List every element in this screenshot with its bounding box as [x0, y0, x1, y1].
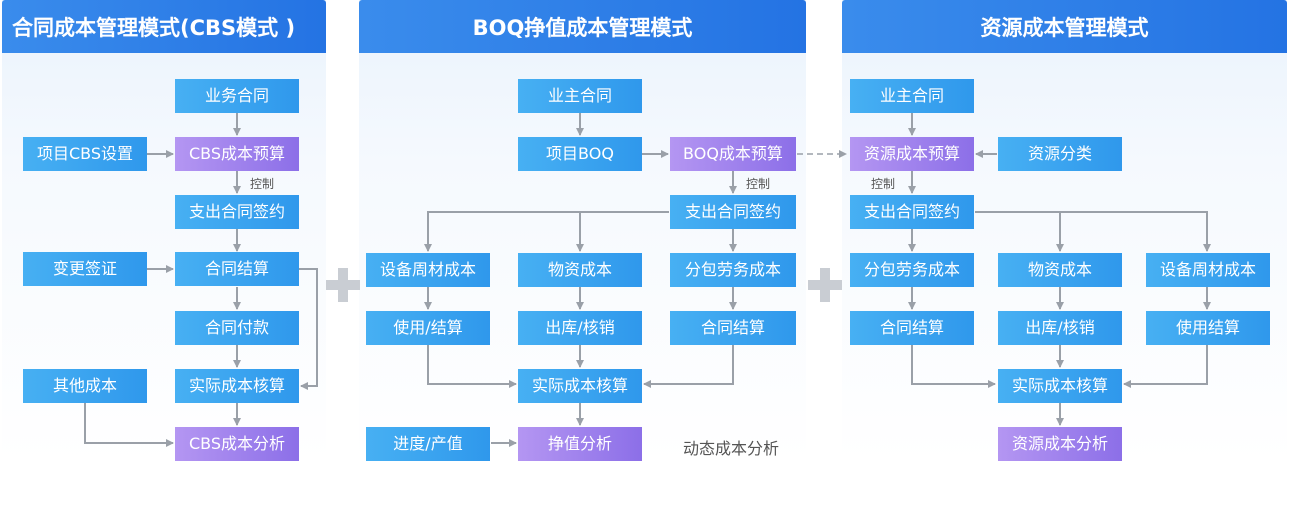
cbs-actual-cost-box[interactable]: 实际成本核算 — [175, 369, 299, 403]
res-analysis-box[interactable]: 资源成本分析 — [998, 427, 1122, 461]
boq-settlement-box[interactable]: 合同结算 — [670, 311, 796, 345]
plus-icon — [326, 268, 360, 302]
plus-icon — [808, 268, 842, 302]
cbs-change-visa-box[interactable]: 变更签证 — [23, 252, 147, 286]
cbs-other-cost-box[interactable]: 其他成本 — [23, 369, 147, 403]
boq-dynamic-cost-label: 动态成本分析 — [683, 439, 780, 458]
cbs-expense-sign-box[interactable]: 支出合同签约 — [175, 195, 299, 229]
boq-panel-title: BOQ挣值成本管理模式 — [359, 0, 806, 53]
res-settlement-box[interactable]: 合同结算 — [850, 311, 974, 345]
res-owner-contract-box[interactable]: 业主合同 — [850, 79, 974, 113]
boq-project-boq-box[interactable]: 项目BOQ — [518, 137, 642, 171]
boq-subcontract-cost-box[interactable]: 分包劳务成本 — [670, 253, 796, 287]
res-control-label: 控制 — [871, 177, 896, 191]
res-use-settle-box[interactable]: 使用结算 — [1146, 311, 1270, 345]
boq-owner-contract-box[interactable]: 业主合同 — [518, 79, 642, 113]
boq-control-label: 控制 — [746, 177, 771, 191]
cbs-payment-box[interactable]: 合同付款 — [175, 311, 299, 345]
boq-material-cost-box[interactable]: 物资成本 — [518, 253, 642, 287]
res-material-cost-box[interactable]: 物资成本 — [998, 253, 1122, 287]
boq-expense-sign-box[interactable]: 支出合同签约 — [670, 195, 796, 229]
res-equipment-cost-box[interactable]: 设备周材成本 — [1146, 253, 1270, 287]
res-class-box[interactable]: 资源分类 — [998, 137, 1122, 171]
boq-budget-box[interactable]: BOQ成本预算 — [670, 137, 796, 171]
cbs-analysis-box[interactable]: CBS成本分析 — [175, 427, 299, 461]
boq-outbound-box[interactable]: 出库/核销 — [518, 311, 642, 345]
cbs-panel-title: 合同成本管理模式(CBS模式 ) — [2, 0, 326, 53]
boq-earned-value-box[interactable]: 挣值分析 — [518, 427, 642, 461]
boq-progress-box[interactable]: 进度/产值 — [366, 427, 490, 461]
res-subcontract-cost-box[interactable]: 分包劳务成本 — [850, 253, 974, 287]
res-expense-sign-box[interactable]: 支出合同签约 — [850, 195, 974, 229]
cbs-budget-box[interactable]: CBS成本预算 — [175, 137, 299, 171]
cbs-setup-box[interactable]: 项目CBS设置 — [23, 137, 147, 171]
resource-panel-title: 资源成本管理模式 — [842, 0, 1287, 53]
cbs-control-label: 控制 — [250, 177, 275, 191]
res-outbound-box[interactable]: 出库/核销 — [998, 311, 1122, 345]
res-budget-box[interactable]: 资源成本预算 — [850, 137, 974, 171]
cbs-settlement-box[interactable]: 合同结算 — [175, 252, 299, 286]
boq-actual-cost-box[interactable]: 实际成本核算 — [518, 369, 642, 403]
boq-equipment-cost-box[interactable]: 设备周材成本 — [366, 253, 490, 287]
cbs-contract-box[interactable]: 业务合同 — [175, 79, 299, 113]
boq-use-settle-box[interactable]: 使用/结算 — [366, 311, 490, 345]
res-actual-cost-box[interactable]: 实际成本核算 — [998, 369, 1122, 403]
